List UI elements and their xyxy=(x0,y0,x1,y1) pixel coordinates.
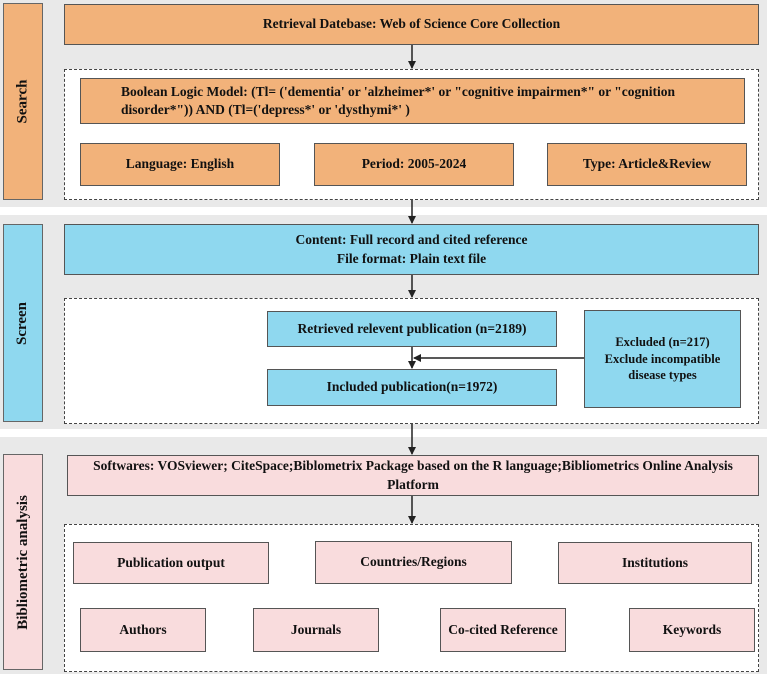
software-box: Softwares: VOSviewer; CiteSpace;Biblomet… xyxy=(67,455,759,496)
retrieval-database-box: Retrieval Datebase: Web of Science Core … xyxy=(64,4,759,45)
journals-box: Journals xyxy=(253,608,379,652)
content-text: Content: Full record and cited reference xyxy=(295,232,528,248)
analysis-section-label: Bibliometric analysis xyxy=(3,454,43,670)
language-text: Language: English xyxy=(125,156,235,172)
software-text: Softwares: VOSviewer; CiteSpace;Biblomet… xyxy=(93,458,733,492)
authors-text: Authors xyxy=(119,621,167,637)
period-text: Period: 2005-2024 xyxy=(361,156,467,172)
cocited-reference-box: Co-cited Reference xyxy=(440,608,566,652)
retrieval-database-text: Retrieval Datebase: Web of Science Core … xyxy=(262,16,561,32)
period-box: Period: 2005-2024 xyxy=(314,143,514,186)
type-text: Type: Article&Review xyxy=(582,156,712,172)
publication-output-text: Publication output xyxy=(117,554,225,570)
included-publication-box: Included publication(n=1972) xyxy=(267,369,557,406)
keywords-text: Keywords xyxy=(662,621,722,637)
boolean-logic-text: Boolean Logic Model: (Tl= ('dementia' or… xyxy=(121,83,675,117)
screen-section-label: Screen xyxy=(3,224,43,422)
type-box: Type: Article&Review xyxy=(547,143,747,186)
cocited-reference-text: Co-cited Reference xyxy=(448,621,558,637)
keywords-box: Keywords xyxy=(629,608,755,652)
journals-text: Journals xyxy=(290,621,342,637)
publication-output-box: Publication output xyxy=(73,542,269,584)
countries-regions-box: Countries/Regions xyxy=(315,541,512,584)
included-publication-text: Included publication(n=1972) xyxy=(326,379,498,395)
retrieved-publication-text: Retrieved relevent publication (n=2189) xyxy=(297,320,527,336)
search-section-label: Search xyxy=(3,3,43,200)
authors-box: Authors xyxy=(80,608,206,652)
countries-regions-text: Countries/Regions xyxy=(360,554,467,570)
institutions-text: Institutions xyxy=(621,554,689,570)
excluded-box: Excluded (n=217) Exclude incompatible di… xyxy=(584,310,741,408)
boolean-logic-box: Boolean Logic Model: (Tl= ('dementia' or… xyxy=(80,78,745,124)
institutions-box: Institutions xyxy=(558,542,752,584)
content-format-box: Content: Full record and cited reference… xyxy=(64,224,759,275)
retrieved-publication-box: Retrieved relevent publication (n=2189) xyxy=(267,311,557,347)
file-format-text: File format: Plain text file xyxy=(336,250,487,266)
excluded-text: Excluded (n=217) Exclude incompatible di… xyxy=(604,334,721,383)
language-box: Language: English xyxy=(80,143,280,186)
